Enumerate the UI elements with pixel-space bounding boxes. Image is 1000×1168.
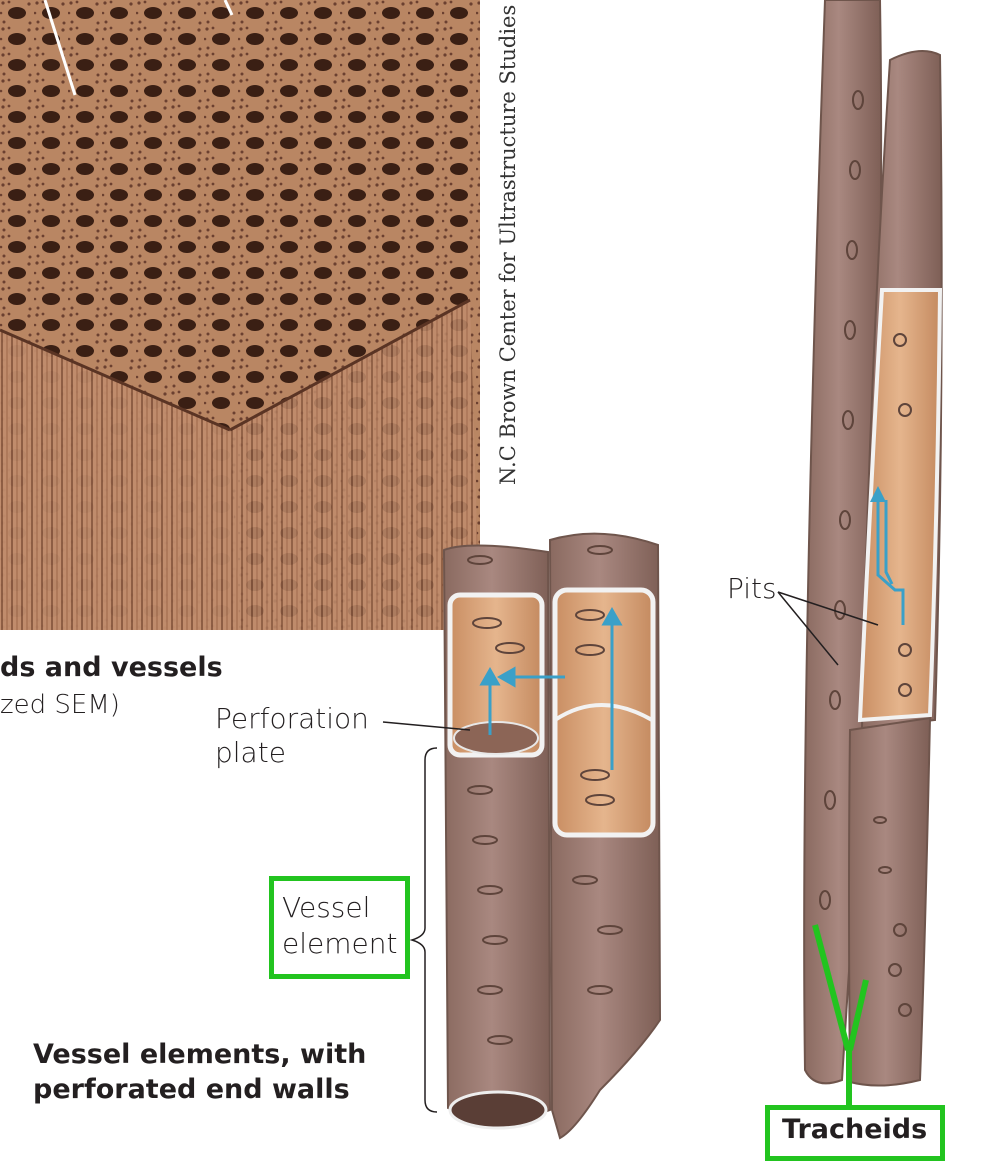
tracheids-label: Tracheids — [782, 1114, 928, 1145]
pits-label: Pits — [727, 572, 777, 605]
perforation-plate-label: Perforation plate — [215, 702, 369, 769]
vessel-element-line1: Vessel — [282, 891, 371, 924]
tracheids-illustration — [803, 0, 943, 1087]
sem-subtitle: zed SEM) — [0, 690, 120, 720]
vessel-element-line2: element — [282, 926, 398, 960]
sem-title: ds and vessels — [0, 652, 223, 683]
vessel-element-label: Vessel element — [282, 890, 397, 962]
perforation-plate-line1: Perforation — [215, 702, 369, 735]
vessel-elements-illustration — [442, 532, 662, 1140]
tracheids-highlight-lines — [812, 924, 869, 1105]
vessel-element-highlight-box — [269, 876, 410, 979]
photo-credit: N.C Brown Center for Ultrastructure Stud… — [496, 4, 520, 485]
perforation-plate-line2: plate — [215, 735, 286, 769]
vessel-caption-line1: Vessel elements, with — [33, 1039, 367, 1070]
vessel-elements-caption: Vessel elements, with perforated end wal… — [33, 1037, 366, 1107]
tracheids-highlight-box — [765, 1105, 945, 1161]
sem-micrograph — [0, 0, 480, 630]
vessel-caption-line2: perforated end walls — [33, 1074, 350, 1106]
leader-lines — [382, 591, 879, 1113]
